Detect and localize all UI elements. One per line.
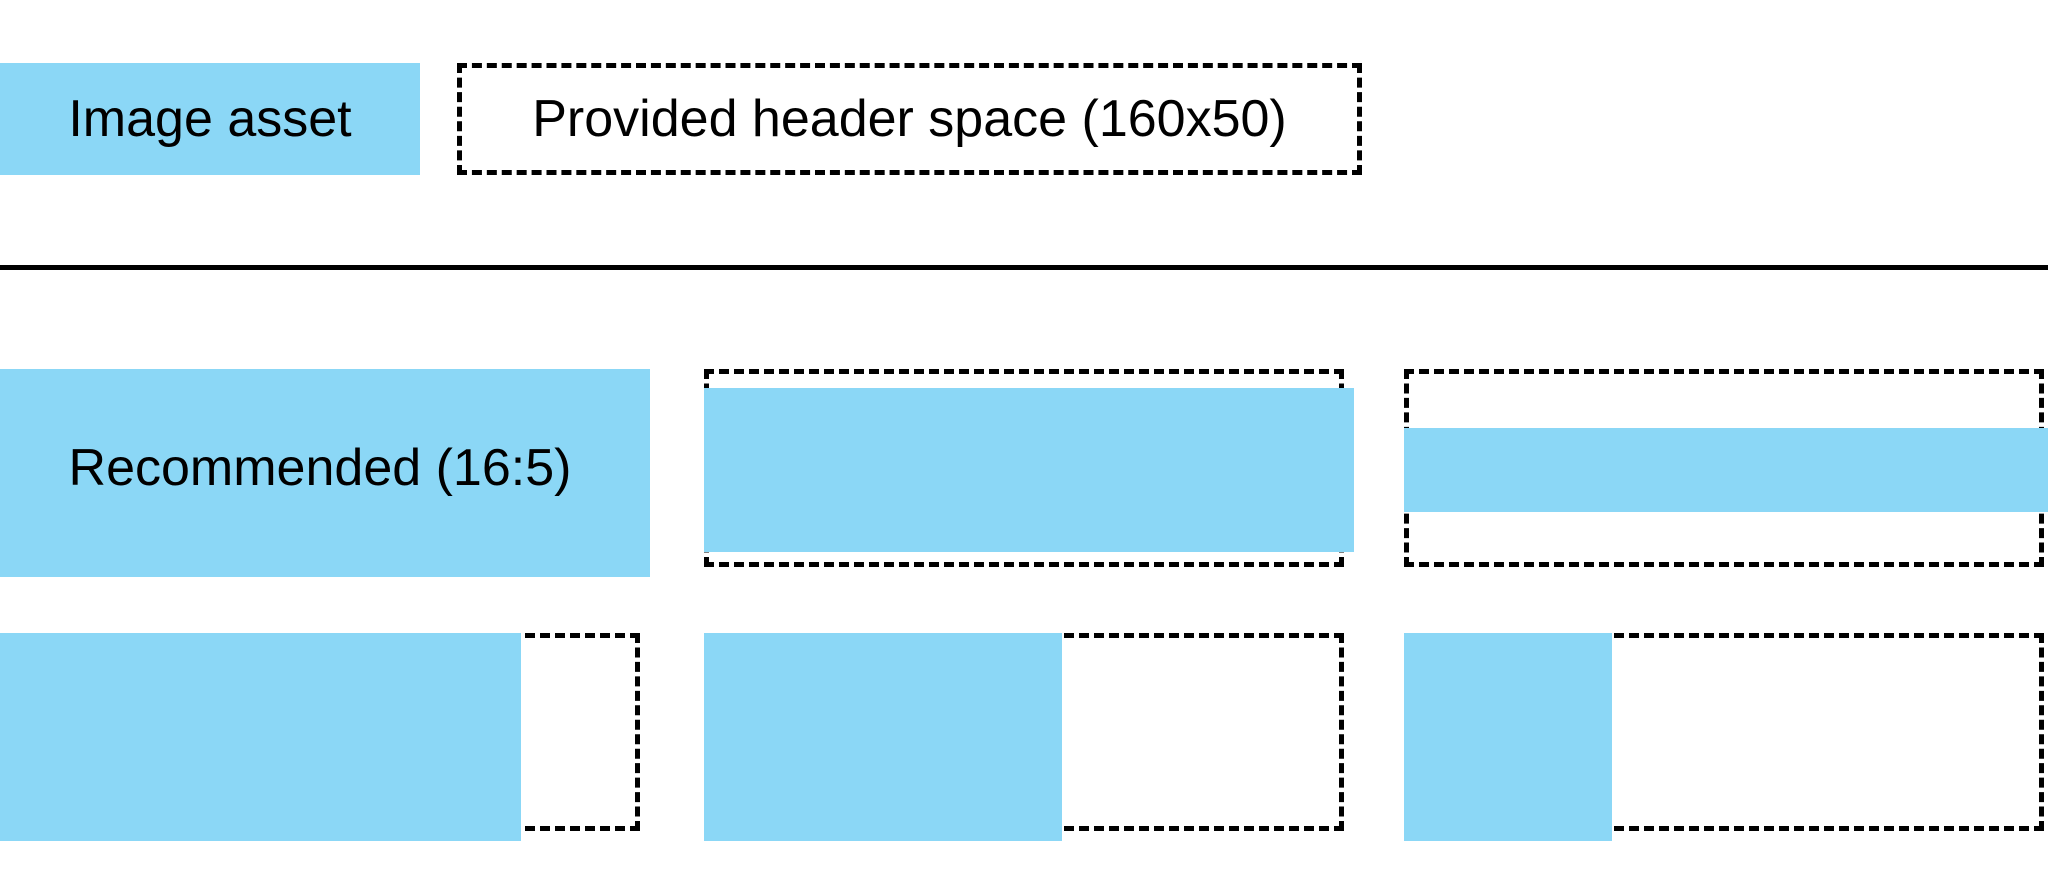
legend-header-space-box: Provided header space (160x50) <box>457 63 1362 175</box>
image-asset-fill <box>704 388 1354 552</box>
legend-image-asset-label: Image asset <box>68 90 352 148</box>
image-asset-fill <box>704 633 1062 841</box>
example-cell-extra-wide-letterboxed <box>1404 369 2048 567</box>
example-cell-tall-32 <box>1404 633 2044 841</box>
example-cell-wide-letterboxed <box>704 369 1354 567</box>
legend-image-asset-swatch: Image asset <box>0 63 420 175</box>
image-asset-fill <box>0 369 650 577</box>
image-asset-fill <box>0 633 521 841</box>
legend-header-space-label: Provided header space (160x50) <box>532 90 1287 148</box>
section-divider <box>0 265 2048 270</box>
example-cell-tall-81 <box>0 633 640 841</box>
image-asset-fill <box>1404 428 2048 512</box>
example-cell-recommended: Recommended (16:5) <box>0 369 650 577</box>
image-asset-fill <box>1404 633 1612 841</box>
example-cell-tall-55 <box>704 633 1344 841</box>
recommended-label-wrap: Recommended (16:5) <box>5 374 635 562</box>
recommended-label: Recommended (16:5) <box>68 439 572 497</box>
